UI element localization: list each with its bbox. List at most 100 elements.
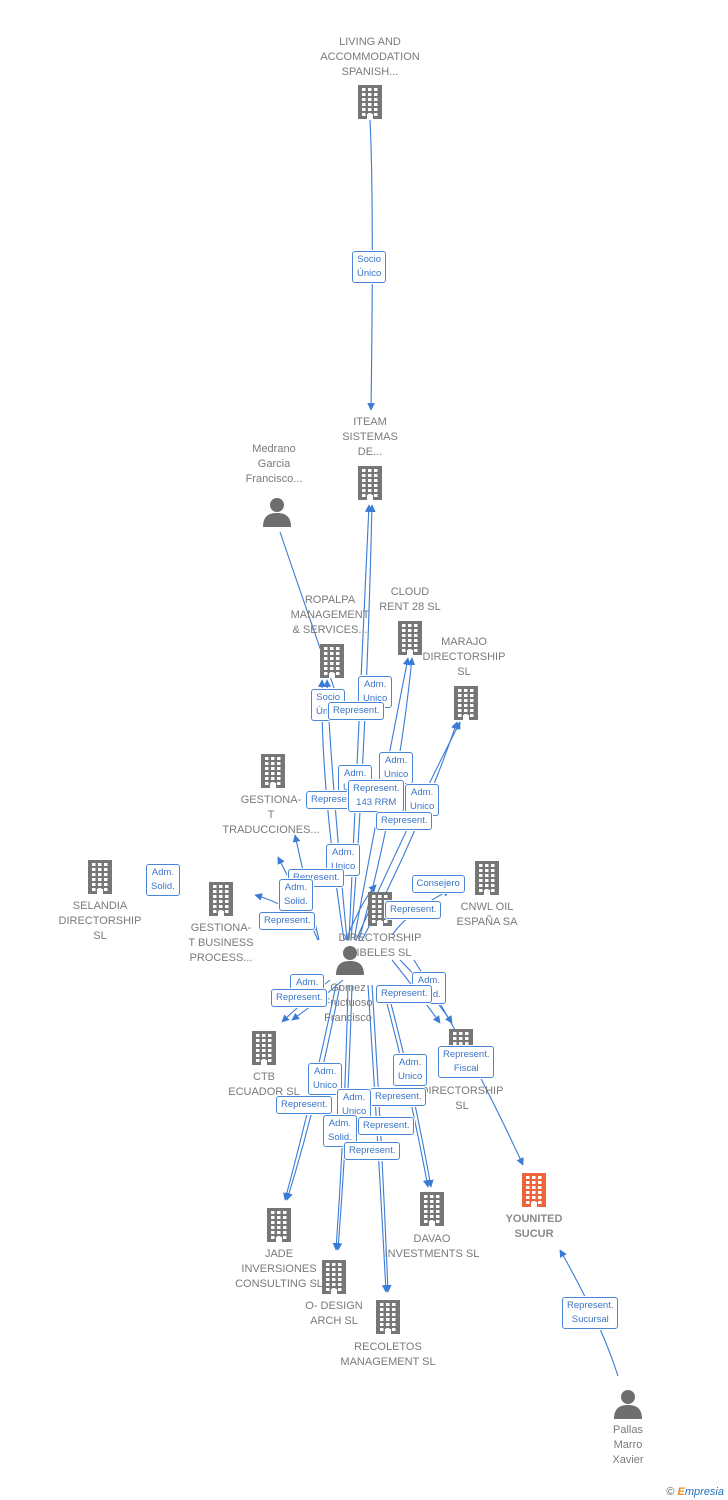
relation-label-line: Sucursal xyxy=(571,1314,609,1325)
building-icon[interactable] xyxy=(372,1299,404,1340)
relation-label[interactable]: Adm.Unico xyxy=(379,752,414,784)
building-icon[interactable] xyxy=(518,1172,550,1213)
relation-label[interactable]: Represent. xyxy=(385,901,442,919)
node-label-line: LIVING AND xyxy=(339,36,401,48)
relation-label-line: Represent. xyxy=(363,1120,410,1131)
relation-label[interactable]: Represent. xyxy=(376,812,433,830)
relation-label-line: Unico xyxy=(342,1106,367,1117)
node-label-line: DIRECTORSHIP xyxy=(422,651,506,663)
relation-label-line: Represent. xyxy=(381,815,428,826)
building-icon[interactable] xyxy=(263,1207,295,1248)
node-label-line: Pallas xyxy=(613,1424,643,1436)
relation-label-line: Socio xyxy=(316,692,341,703)
building-icon[interactable] xyxy=(257,753,289,794)
relationship-link xyxy=(350,504,376,941)
node-label-line: TRADUCCIONES... xyxy=(222,824,320,836)
node-label-line: ROPALPA xyxy=(304,594,356,606)
relation-label[interactable]: Represent.143 RRM xyxy=(348,780,405,812)
relation-label[interactable]: Represent. xyxy=(376,985,433,1003)
relation-label[interactable]: Adm.Unico xyxy=(393,1054,428,1086)
relation-label-line: Adm. xyxy=(314,1066,337,1077)
relation-label[interactable]: Represent.Sucursal xyxy=(562,1297,619,1329)
building-icon[interactable] xyxy=(205,881,237,922)
building-icon[interactable] xyxy=(354,465,386,506)
relation-label[interactable]: Represent. xyxy=(328,702,385,720)
relation-label-line: Fiscal xyxy=(453,1063,479,1074)
building-icon[interactable] xyxy=(471,860,503,901)
person-icon[interactable] xyxy=(262,497,292,532)
relation-label[interactable]: Adm.Solid. xyxy=(146,864,180,896)
node-label-line: Fructuoso xyxy=(323,997,373,1009)
building-icon[interactable] xyxy=(84,859,116,900)
person-icon[interactable] xyxy=(335,945,365,980)
relation-label[interactable]: Adm.Unico xyxy=(326,844,361,876)
node-label-line: ITEAM xyxy=(353,416,387,428)
building-icon[interactable] xyxy=(354,84,386,125)
node-label-line: DE... xyxy=(357,446,383,458)
building-icon[interactable] xyxy=(248,1030,280,1071)
relation-label[interactable]: Represent. xyxy=(259,912,316,930)
relation-label[interactable]: Represent. xyxy=(370,1088,427,1106)
node-label-line: ACCOMMODATION xyxy=(320,51,420,63)
node-label-line: Xavier xyxy=(612,1454,644,1466)
node-label-line: MARAJO xyxy=(441,636,487,648)
building-icon[interactable] xyxy=(450,685,482,726)
node-label-line: PROCESS... xyxy=(189,952,253,964)
relation-label[interactable]: Adm.Solid. xyxy=(323,1115,357,1147)
node-label-line: DAVAO xyxy=(413,1233,451,1245)
relation-label-line: Unico xyxy=(363,693,388,704)
relation-label[interactable]: Consejero xyxy=(411,875,465,893)
node-label-line: ECUADOR SL xyxy=(228,1086,300,1098)
relation-label-line: Represent. xyxy=(311,794,358,805)
node-label-line: & SERVICES... xyxy=(292,624,368,636)
node-label-line: ESPAÑA SA xyxy=(456,916,518,928)
relation-label-line: Adm. xyxy=(343,1092,366,1103)
building-icon[interactable] xyxy=(416,1191,448,1232)
node-label-line: SL xyxy=(93,930,107,942)
relation-label-line: Adm. xyxy=(296,977,319,988)
relation-label[interactable]: Represent.Fiscal xyxy=(438,1046,495,1078)
relation-label[interactable]: Adm.Unico xyxy=(405,784,440,816)
relation-label-line: Unico xyxy=(398,1071,423,1082)
relation-label[interactable]: Represent. xyxy=(276,1096,333,1114)
relation-label[interactable]: Adm.Solid. xyxy=(279,879,313,911)
node-label-line: CIBELES SL xyxy=(348,947,412,959)
building-icon[interactable] xyxy=(316,643,348,684)
relation-label[interactable]: Represent. xyxy=(358,1117,415,1135)
relation-label[interactable]: Adm.Unico xyxy=(308,1063,343,1095)
node-label-line: INVERSIONES xyxy=(241,1263,317,1275)
relation-label[interactable]: Represent. xyxy=(271,989,328,1007)
building-icon[interactable] xyxy=(394,620,426,661)
node-label-line: CLOUD xyxy=(390,586,430,598)
person-icon[interactable] xyxy=(613,1389,643,1424)
relation-label-line: Adm. xyxy=(411,787,434,798)
relation-label-line: Único xyxy=(357,268,382,279)
relation-label-line: Solid. xyxy=(284,896,308,907)
building-icon[interactable] xyxy=(318,1259,350,1300)
footer-credit: © Empresia xyxy=(666,1486,724,1498)
relation-label[interactable]: Represent. xyxy=(344,1142,401,1160)
node-label-line: MANAGEMENT SL xyxy=(340,1356,436,1368)
